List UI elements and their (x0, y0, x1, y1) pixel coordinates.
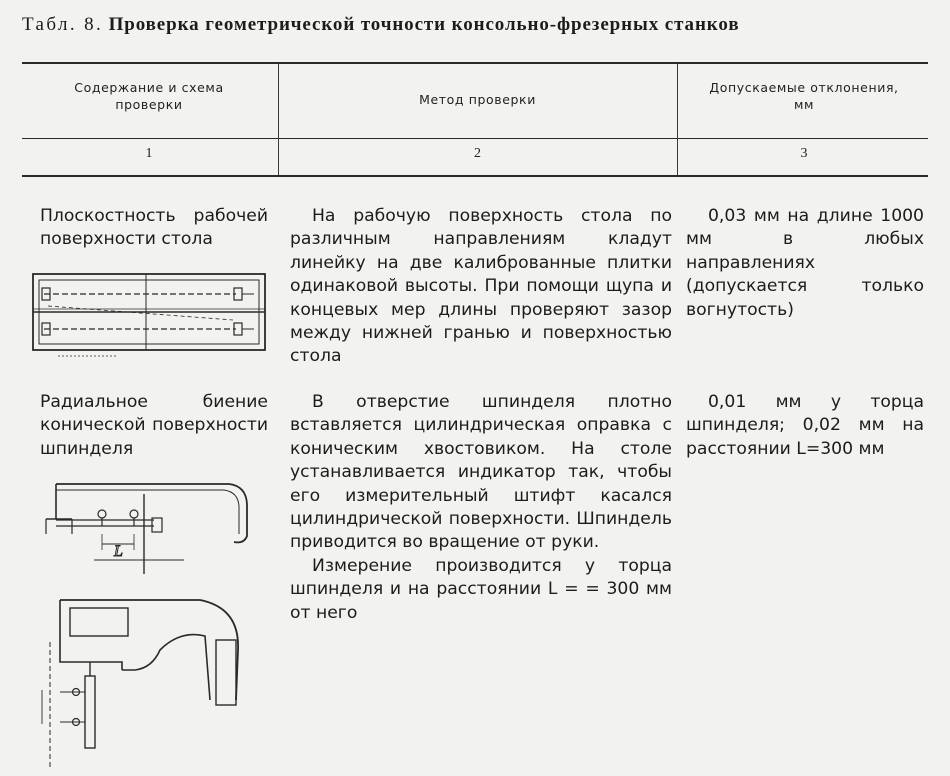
header-tolerance-line2: мм (793, 96, 815, 112)
row2-method-measurement: Измерение производится у торца шпинделя … (290, 555, 672, 623)
spindle-runout-diagram-front (41, 599, 239, 770)
table-number: Табл. 8. (22, 14, 104, 35)
table-caption: Проверка геометрической точности консоль… (108, 14, 740, 35)
column-number-3: 3 (800, 146, 808, 161)
row1-method: На рабочую поверхность стола по различны… (290, 206, 672, 367)
row2-method: В отверстие шпинделя плотно вставляется … (290, 391, 672, 625)
numbers-rule (22, 175, 928, 177)
column-divider-2 (677, 63, 679, 175)
header-method: Метод проверки (280, 92, 675, 109)
top-rule (22, 62, 928, 64)
column-divider-1 (278, 63, 280, 175)
header-tolerance-line1: Допускаемые отклонения, (709, 80, 899, 95)
header-method-line1: Метод проверки (419, 92, 536, 107)
table-title: Табл. 8. Проверка геометрической точност… (22, 14, 932, 36)
header-rule (22, 138, 928, 140)
header-content-line1: Содержание и схема (74, 80, 224, 95)
header-content-line2: проверки (115, 96, 183, 112)
row1-content: Плоскостность рабочей поверхности стола (40, 206, 268, 250)
row2-content: Радиальное биение конической поверхности… (40, 392, 268, 459)
row2-method-main: В отверстие шпинделя плотно вставляется … (290, 392, 672, 553)
header-tolerance: Допускаемые отклонения, мм (679, 80, 929, 114)
column-number-1: 1 (145, 146, 153, 161)
spindle-runout-diagram-side: L (45, 483, 248, 574)
row1-tolerance: 0,03 мм на длине 1000 мм в любых направл… (686, 206, 924, 320)
header-content: Содержание и схема проверки (24, 80, 274, 114)
table-flatness-diagram (32, 273, 266, 357)
column-number-2: 2 (474, 146, 481, 161)
row2-tolerance: 0,01 мм у торца шпинделя; 0,02 мм на рас… (686, 392, 924, 459)
diagram-label-l: L (113, 543, 123, 560)
